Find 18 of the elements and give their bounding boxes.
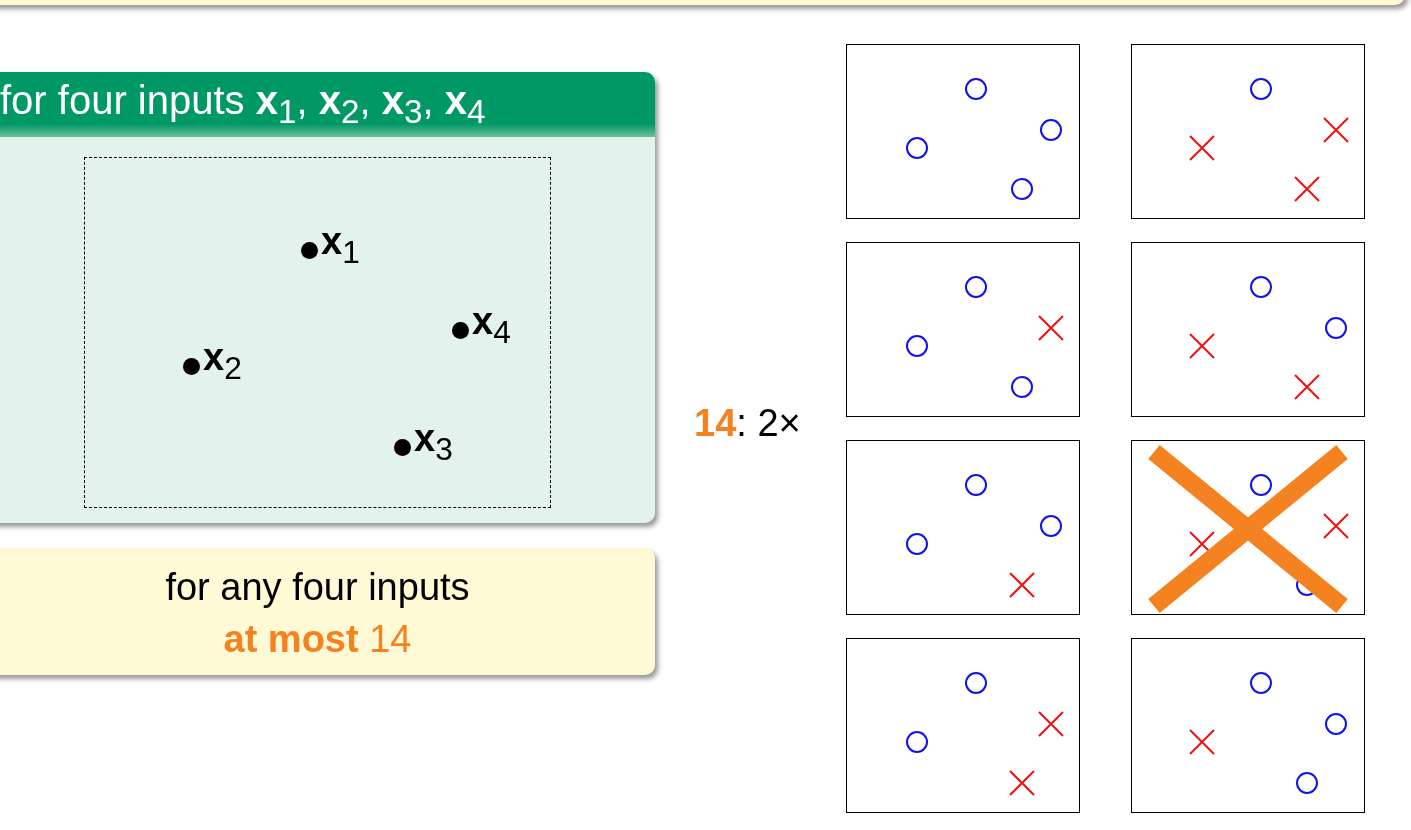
- plot-frame: [846, 242, 1080, 417]
- point-label: x$_{2}$: [203, 336, 242, 387]
- content-panel: [0, 72, 655, 523]
- plot-frame: [846, 440, 1080, 615]
- count-label: 14: 2×: [694, 402, 801, 445]
- panel-header: for four inputs x$_{1}$, x$_{2}$, x$_{3}$, x$_{4}$: [0, 72, 655, 137]
- caption-text: for any four inputs: [165, 566, 470, 609]
- point-label: x$_{1}$: [321, 220, 360, 271]
- plot-frame: [1131, 242, 1365, 417]
- bound-text: at most 14: [223, 618, 412, 661]
- plot-frame: [846, 638, 1080, 813]
- plot-frame: [846, 44, 1080, 219]
- point-label: x$_{4}$: [472, 300, 511, 351]
- plot-frame: [1131, 638, 1365, 813]
- note-panel: [0, 548, 655, 675]
- point-label: x$_{3}$: [414, 417, 453, 468]
- plot-frame: [1131, 44, 1365, 219]
- dashed-region: [84, 157, 551, 508]
